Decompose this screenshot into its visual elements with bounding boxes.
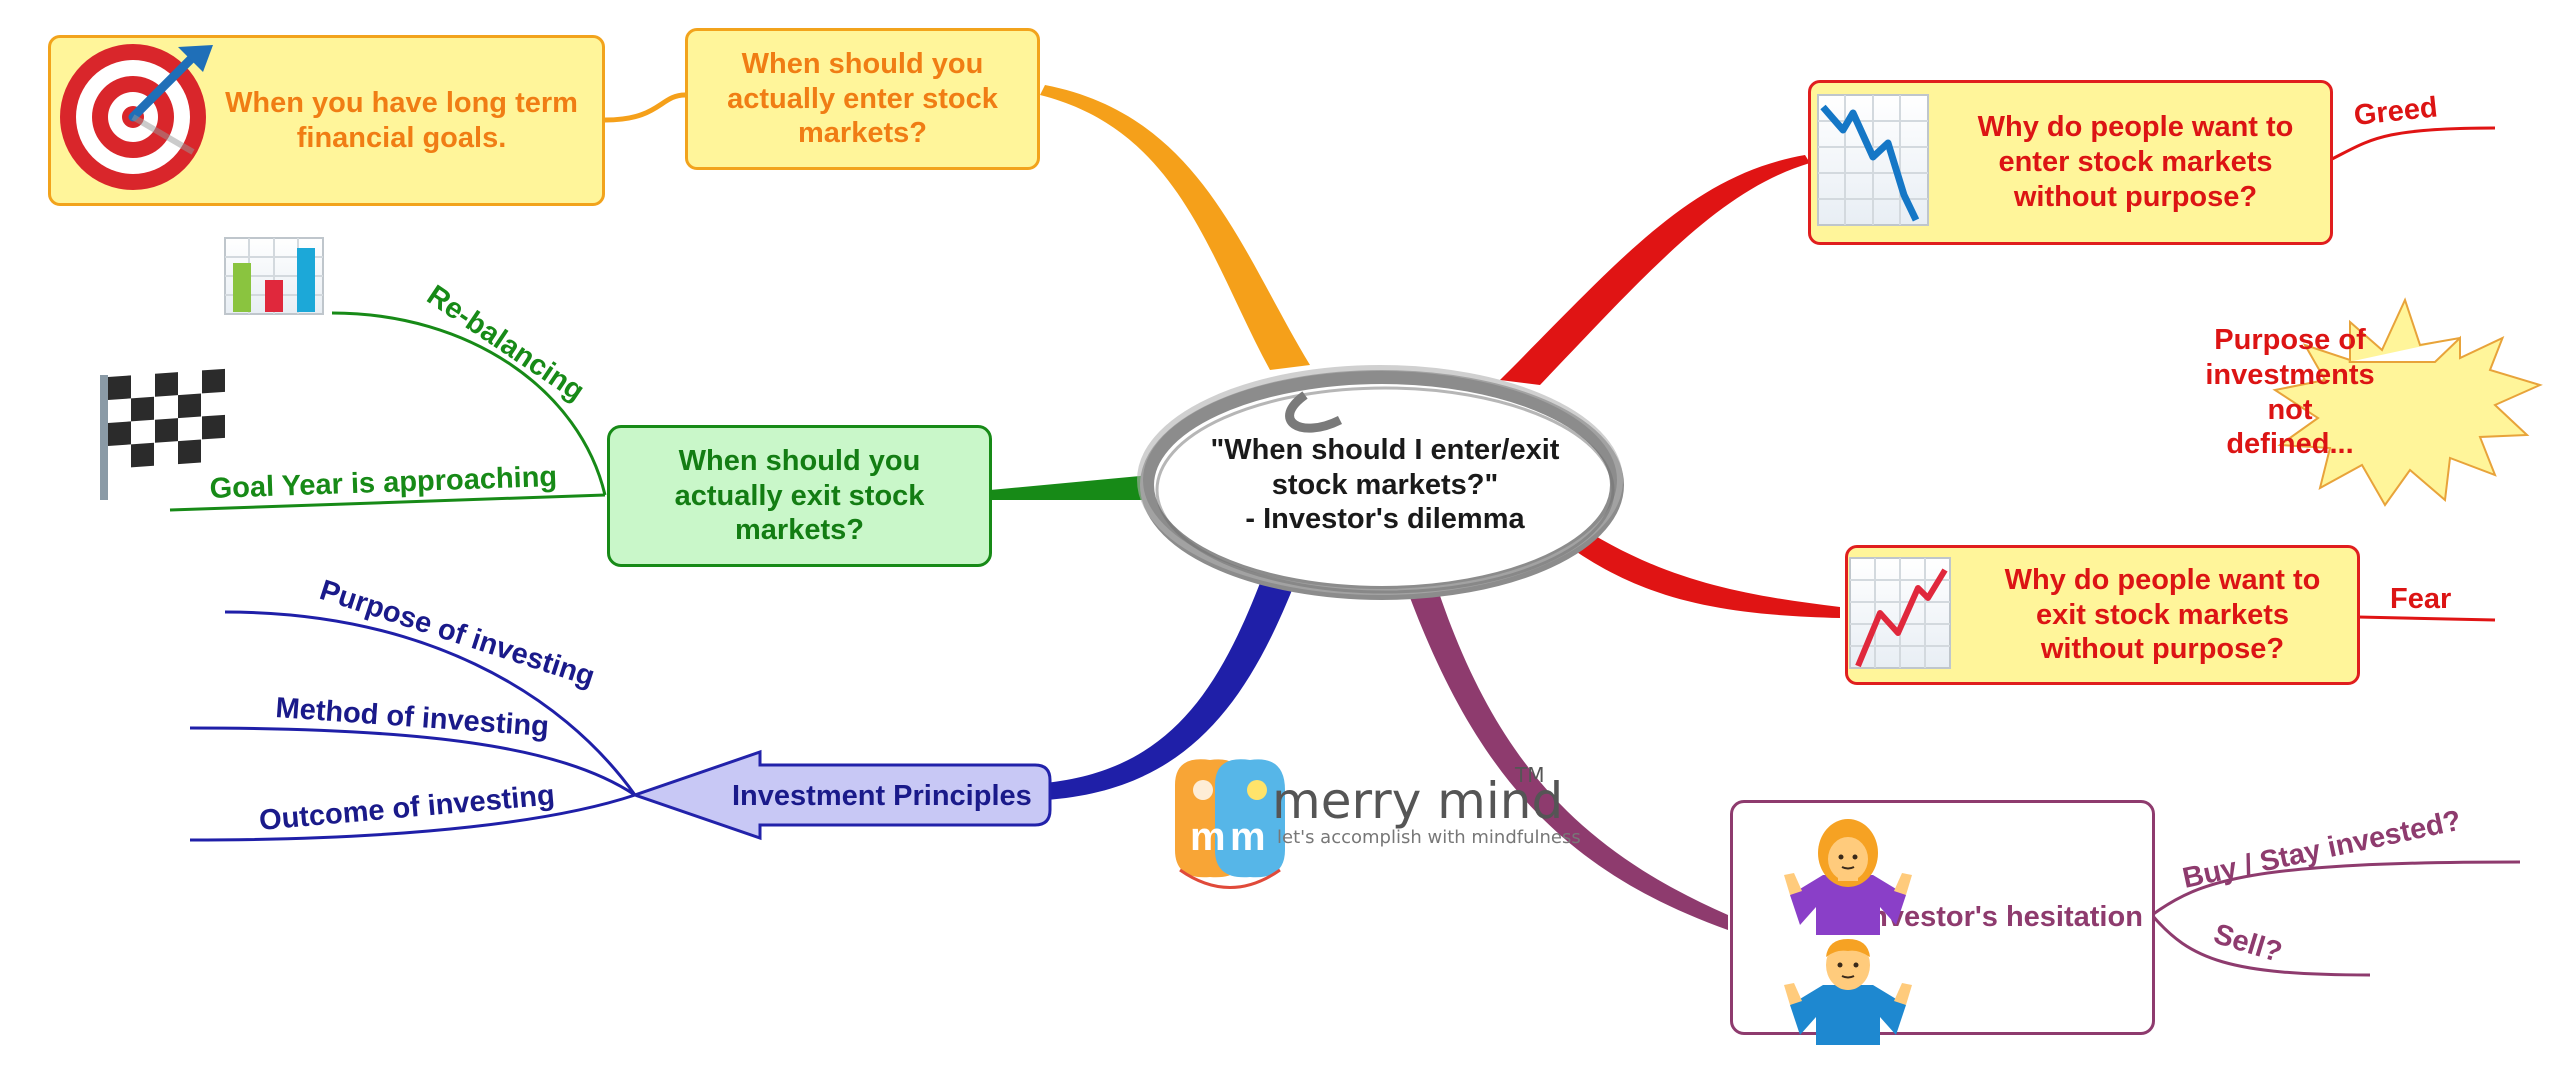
enter-topic-node[interactable]: When should you actually enter stock mar… <box>685 28 1040 170</box>
leaf-fear: Fear <box>2390 583 2451 615</box>
line-fear <box>2357 615 2496 622</box>
enter-topic-label: When should you actually enter stock mar… <box>727 47 998 150</box>
fear-topic-node[interactable]: Why do people want to exit stock markets… <box>1845 545 2360 685</box>
fear-topic-label: Why do people want to exit stock markets… <box>2004 563 2321 666</box>
line-greed <box>2329 126 2496 162</box>
branch-enter <box>1040 85 1310 370</box>
branch-greed <box>1500 155 1810 385</box>
line-rebalancing <box>331 311 607 496</box>
line-outcome <box>189 793 636 842</box>
leaf-rebalancing: Re-balancing <box>421 279 590 407</box>
central-topic-label: "When should I enter/exit stock markets?… <box>1210 433 1560 536</box>
connector-enter-goal <box>604 92 686 123</box>
branch-fear <box>1560 520 1840 618</box>
line-sell <box>2150 914 2371 977</box>
hesitation-topic-node[interactable]: Investor's hesitation <box>1730 800 2155 1035</box>
svg-text:m: m <box>1230 815 1266 859</box>
leaf-outcome-of-investing: Outcome of investing <box>258 779 556 837</box>
branch-principles <box>1045 570 1300 800</box>
goal-node[interactable]: When you have long term financial goals. <box>48 35 605 206</box>
line-goal-year <box>169 493 606 512</box>
central-topic[interactable]: "When should I enter/exit stock markets?… <box>1185 420 1585 550</box>
line-buy <box>2151 860 2521 917</box>
central-topic-shape <box>1137 365 1624 600</box>
branch-hesitation <box>1400 565 1728 930</box>
logo-tagline: let's accomplish with mindfulness <box>1277 827 1581 848</box>
leaf-buy-stay-invested: Buy / Stay invested? <box>2180 805 2464 895</box>
line-purpose <box>224 610 637 796</box>
checkered-flag-icon <box>100 368 226 500</box>
callout-starburst <box>2272 297 2543 507</box>
logo-trademark: TM <box>1514 763 1544 787</box>
leaf-purpose-of-investing: Purpose of investing <box>316 574 599 693</box>
greed-topic-label: Why do people want to enter stock market… <box>1977 111 2294 213</box>
greed-topic-node[interactable]: Why do people want to enter stock market… <box>1808 80 2333 245</box>
branch-exit <box>990 475 1150 500</box>
svg-text:m: m <box>1190 815 1226 859</box>
callout-label: Purpose of investments not defined... <box>2205 323 2375 461</box>
goal-node-label: When you have long term financial goals. <box>225 86 578 154</box>
leaf-greed: Greed <box>2352 91 2439 132</box>
line-method <box>189 726 636 797</box>
hesitation-topic-label: Investor's hesitation <box>1862 901 2143 934</box>
bar-chart-icon <box>224 237 324 315</box>
merry-mind-logo-icon: m m <box>1175 759 1285 889</box>
exit-topic-label: When should you actually exit stock mark… <box>674 444 925 547</box>
callout-text: Purpose of investments not defined... <box>2180 324 2400 460</box>
principles-arrow-shape <box>630 749 1052 841</box>
logo-name: merry mind <box>1272 772 1563 830</box>
exit-topic-node[interactable]: When should you actually exit stock mark… <box>607 425 992 567</box>
principles-topic-label: Investment Principles <box>732 780 1032 812</box>
